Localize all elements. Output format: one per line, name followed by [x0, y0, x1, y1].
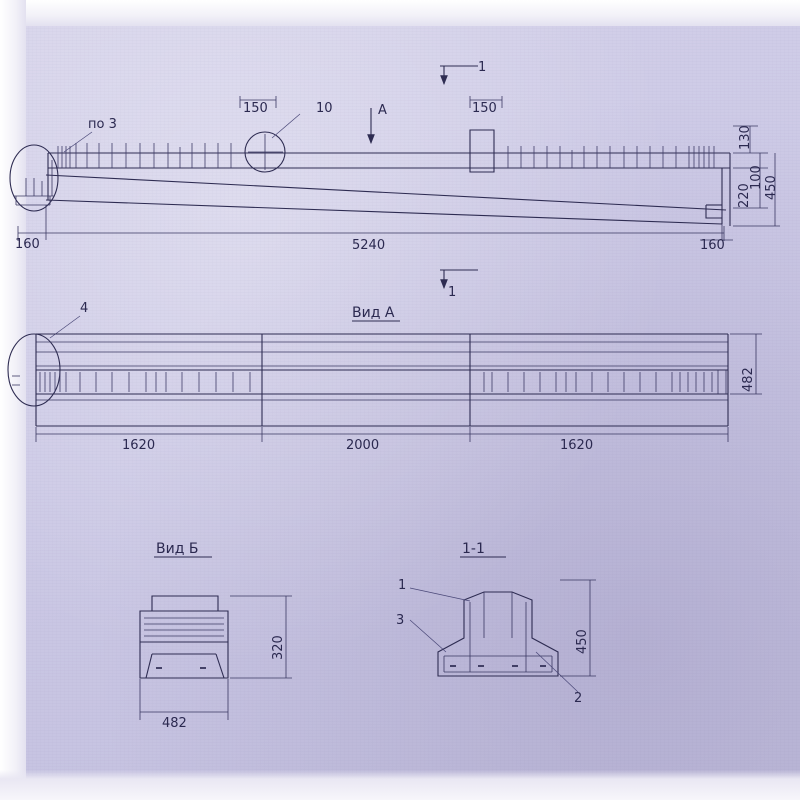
dim-450-section: 450 — [560, 579, 596, 677]
dim-5240-label: 5240 — [352, 238, 385, 253]
label-4-text: 4 — [80, 301, 88, 316]
dim-220-label: 220 — [737, 183, 752, 208]
detail-bubble-view-a — [7, 333, 61, 407]
section-1-1-outline — [437, 591, 559, 677]
dim-150-left-label: 150 — [243, 101, 268, 116]
view-a-title: Вид А — [352, 305, 395, 321]
rebar-comb-left — [57, 143, 232, 168]
scan-edge-left — [0, 0, 26, 800]
dim-150-left: 150 — [239, 96, 277, 116]
view-b-title: Вид Б — [156, 541, 198, 557]
dim-160-right: 160 — [700, 238, 733, 253]
leader-1-label: 1 — [398, 578, 406, 593]
scan-edge-bottom — [0, 770, 800, 800]
dim-482-view-a-label: 482 — [741, 367, 756, 392]
view-arrow-a: A — [367, 103, 387, 145]
view-b-outline — [139, 595, 229, 679]
dim-2000-label: 2000 — [346, 438, 379, 453]
detail-bubble-left: по 3 — [9, 117, 117, 212]
view-a-outline — [35, 333, 729, 427]
dim-150-mid-label: 150 — [472, 101, 497, 116]
leader-3: 3 — [396, 613, 447, 653]
section-mark-top: 1 — [440, 60, 486, 86]
dim-10: 10 — [316, 101, 333, 116]
scan-edge-top — [0, 0, 800, 26]
section-1-1: 1-1 1 — [396, 541, 596, 706]
dim-320: 320 — [230, 595, 292, 679]
section-mark-bottom-label: 1 — [448, 285, 456, 300]
label-po-3: по 3 — [88, 117, 117, 132]
dim-10-label: 10 — [316, 101, 333, 116]
dim-482-view-b-label: 482 — [162, 716, 187, 731]
dim-320-label: 320 — [271, 635, 286, 660]
leader-3-label: 3 — [396, 613, 404, 628]
view-a: Вид А 4 — [7, 301, 762, 453]
section-mark-top-label: 1 — [478, 60, 486, 75]
dim-150-mid: 150 — [469, 96, 503, 116]
dim-482-view-a: 482 — [730, 333, 762, 395]
dim-130-label: 130 — [738, 125, 753, 150]
opening-box — [469, 129, 495, 173]
view-a-comb-left — [39, 372, 251, 392]
view-a-comb-right — [483, 372, 713, 392]
label-4: 4 — [49, 301, 88, 339]
dim-1620-left-label: 1620 — [122, 438, 155, 453]
dim-160-left-label: 160 — [15, 237, 40, 252]
view-elevation: 1 1 — [9, 60, 780, 300]
detail-circle-top — [244, 113, 301, 173]
view-arrow-a-label: A — [378, 103, 387, 118]
dim-160-right-label: 160 — [700, 238, 725, 253]
dim-1620-right-label: 1620 — [560, 438, 593, 453]
rebar-comb-right — [507, 146, 715, 168]
section-1-1-title: 1-1 — [462, 541, 485, 557]
dim-stack-right: 130 100 220 450 — [733, 125, 780, 227]
dim-5240: 5240 — [17, 205, 725, 253]
leader-1: 1 — [398, 578, 471, 602]
dim-100-label: 100 — [749, 165, 764, 190]
view-b: Вид Б 320 — [139, 541, 292, 731]
elevation-outline — [45, 152, 731, 226]
dim-450-section-label: 450 — [575, 629, 590, 654]
section-mark-bottom: 1 — [440, 269, 478, 300]
dim-160-left: 160 — [15, 237, 40, 252]
dim-450-label: 450 — [764, 175, 779, 200]
leader-2-label: 2 — [574, 691, 582, 706]
dim-482-view-b: 482 — [139, 679, 229, 731]
dim-row-view-a: 1620 2000 1620 — [35, 427, 729, 453]
leader-2: 2 — [535, 651, 582, 706]
